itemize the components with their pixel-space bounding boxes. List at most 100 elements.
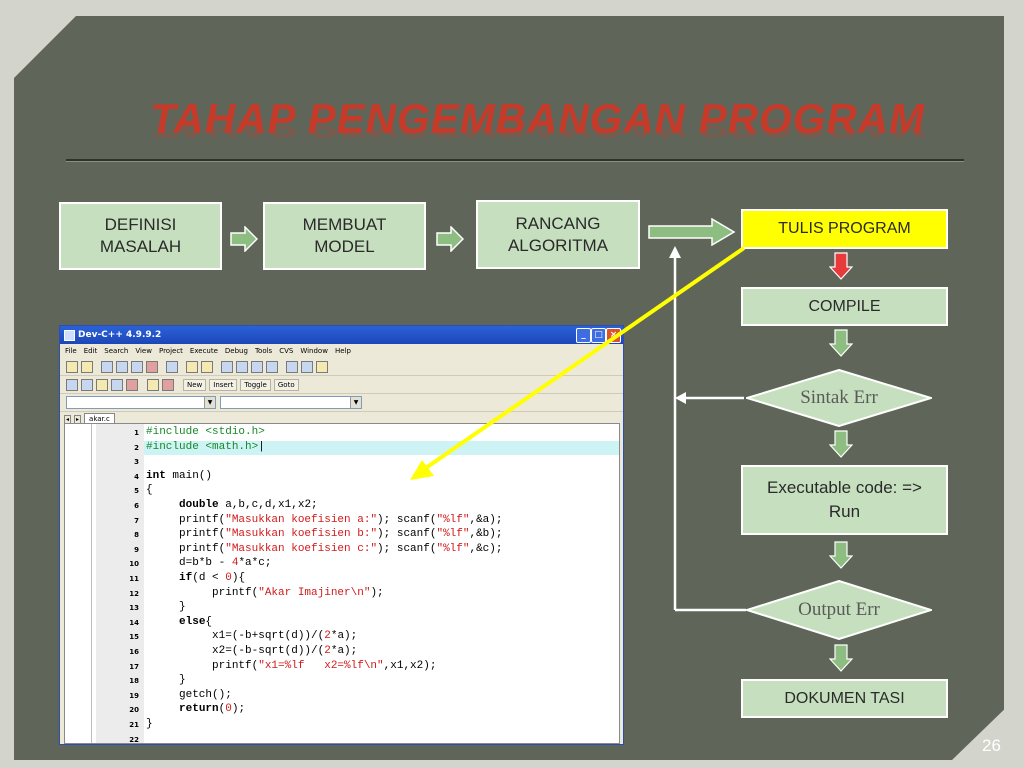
code-line[interactable]: 1 #include <stdio.h> <box>134 426 619 441</box>
replace-icon[interactable] <box>236 360 248 373</box>
compile-run-icon[interactable] <box>96 378 108 391</box>
new-button[interactable]: New <box>183 378 207 391</box>
box-tulis-program: TULIS PROGRAM <box>741 209 948 249</box>
check-icon[interactable] <box>126 378 138 391</box>
code-line[interactable]: 14 else{ <box>129 615 619 631</box>
minimize-icon[interactable]: _ <box>576 328 591 343</box>
arrow-down-icon <box>829 430 853 458</box>
code-line[interactable]: 7 printf("Masukkan koefisien a:"); scanf… <box>134 514 619 529</box>
class-browser-pane <box>65 424 92 743</box>
arrow-down-red-icon <box>829 252 853 280</box>
goto-button-label: Goto <box>277 380 295 389</box>
code-line[interactable]: 20 return(0); <box>129 703 619 718</box>
code-text: #include <stdio.h> <box>146 426 265 438</box>
menu-window[interactable]: Window <box>300 347 328 355</box>
menu-execute[interactable]: Execute <box>189 347 218 355</box>
menu-cvs[interactable]: CVS <box>279 347 294 355</box>
bookmark-icon[interactable] <box>316 360 328 373</box>
help-icon[interactable] <box>147 378 159 391</box>
ide-titlebar: Dev-C++ 4.9.9.2 _ □ × <box>60 326 623 344</box>
toolbar-secondary: New Insert Toggle Goto <box>60 376 623 394</box>
back-icon[interactable] <box>286 360 298 373</box>
box-definisi-masalah: DEFINISI MASALAH <box>59 202 222 270</box>
line-number: 10 <box>129 560 139 569</box>
maximize-icon[interactable]: □ <box>591 328 606 343</box>
menu-tools[interactable]: Tools <box>254 347 273 355</box>
print-icon[interactable] <box>166 360 178 373</box>
code-line[interactable]: 17 printf("x1=%lf x2=%lf\n",x1,x2); <box>129 659 619 675</box>
find-next-icon[interactable] <box>251 360 263 373</box>
title-area: TAHAP PENGEMBANGAN PROGRAM TAHAP PENGEMB… <box>150 95 980 155</box>
line-number: 2 <box>134 443 139 452</box>
forward-icon[interactable] <box>301 360 313 373</box>
line-number: 15 <box>129 633 139 642</box>
close-file-icon[interactable] <box>146 360 158 373</box>
member-combo[interactable]: ▼ <box>220 396 362 409</box>
line-number: 18 <box>129 677 139 686</box>
redo-icon[interactable] <box>201 360 213 373</box>
arrow-right-icon <box>436 226 464 252</box>
code-line[interactable]: 21} <box>129 718 619 733</box>
box-membuat-model-label: MEMBUAT MODEL <box>302 215 387 256</box>
goto-line-icon[interactable] <box>266 360 278 373</box>
menu-project[interactable]: Project <box>158 347 183 355</box>
menu-file[interactable]: File <box>65 347 77 355</box>
toggle-button[interactable]: Toggle <box>240 378 271 391</box>
code-line[interactable]: 18 } <box>129 674 619 689</box>
code-text: printf("x1=%lf x2=%lf\n",x1,x2); <box>146 659 437 672</box>
code-text: return(0); <box>179 703 246 716</box>
save-all-icon[interactable] <box>131 360 143 373</box>
code-line[interactable]: 8 printf("Masukkan koefisien b:"); scanf… <box>134 528 619 543</box>
open-icon[interactable] <box>81 360 93 373</box>
code-line[interactable]: 22 <box>129 733 619 744</box>
code-line[interactable]: 13 } <box>129 601 619 616</box>
code-line[interactable]: 12 printf("Akar Imajiner\n"); <box>129 587 619 602</box>
slide-title: TAHAP PENGEMBANGAN PROGRAM <box>150 95 926 142</box>
line-number: 7 <box>134 516 139 525</box>
new-file-icon[interactable] <box>101 360 113 373</box>
open-project-icon[interactable] <box>66 360 78 373</box>
code-line[interactable]: 11 if(d < 0){ <box>129 572 619 587</box>
code-line[interactable]: 5{ <box>134 484 619 499</box>
class-combo[interactable]: ▼ <box>66 396 216 409</box>
save-icon[interactable] <box>116 360 128 373</box>
code-text: else{ <box>179 615 213 628</box>
run-icon[interactable] <box>81 378 93 391</box>
goto-button[interactable]: Goto <box>273 378 299 391</box>
find-icon[interactable] <box>221 360 233 373</box>
box-executable-code: Executable code: => Run <box>741 465 948 535</box>
about-icon[interactable] <box>162 378 174 391</box>
arrow-right-icon <box>648 218 736 246</box>
line-number: 1 <box>134 429 139 437</box>
code-line[interactable]: 3 <box>134 455 619 470</box>
line-number: 19 <box>129 691 139 700</box>
rebuild-icon[interactable] <box>111 378 123 391</box>
code-line[interactable]: 19 getch(); <box>129 689 619 704</box>
menu-view[interactable]: View <box>135 347 152 355</box>
arrow-right-icon <box>230 226 258 252</box>
line-number: 22 <box>129 735 139 744</box>
code-line[interactable]: 10 d=b*b - 4*a*c; <box>129 557 619 572</box>
code-line[interactable]: 15 x1=(-b+sqrt(d))/(2*a); <box>129 630 619 645</box>
chevron-down-icon[interactable]: ▼ <box>350 397 361 408</box>
code-line[interactable]: 2#include <math.h>| <box>134 440 619 456</box>
menu-help[interactable]: Help <box>334 347 351 355</box>
line-number: 8 <box>134 531 139 540</box>
menu-edit[interactable]: Edit <box>83 347 98 355</box>
line-number: 21 <box>129 721 139 729</box>
chevron-down-icon[interactable]: ▼ <box>204 397 215 408</box>
menu-debug[interactable]: Debug <box>224 347 248 355</box>
code-text: if(d < 0){ <box>179 572 246 584</box>
menu-search[interactable]: Search <box>104 347 129 355</box>
insert-button[interactable]: Insert <box>209 378 238 391</box>
undo-icon[interactable] <box>186 360 198 373</box>
code-line[interactable]: 9 printf("Masukkan koefisien c:"); scanf… <box>134 543 619 558</box>
code-line[interactable]: 6 double a,b,c,d,x1,x2; <box>134 499 619 514</box>
line-number: 12 <box>129 589 139 598</box>
code-line[interactable]: 16 x2=(-b-sqrt(d))/(2*a); <box>129 645 619 660</box>
line-number: 9 <box>134 545 139 554</box>
compile-icon[interactable] <box>66 378 78 391</box>
